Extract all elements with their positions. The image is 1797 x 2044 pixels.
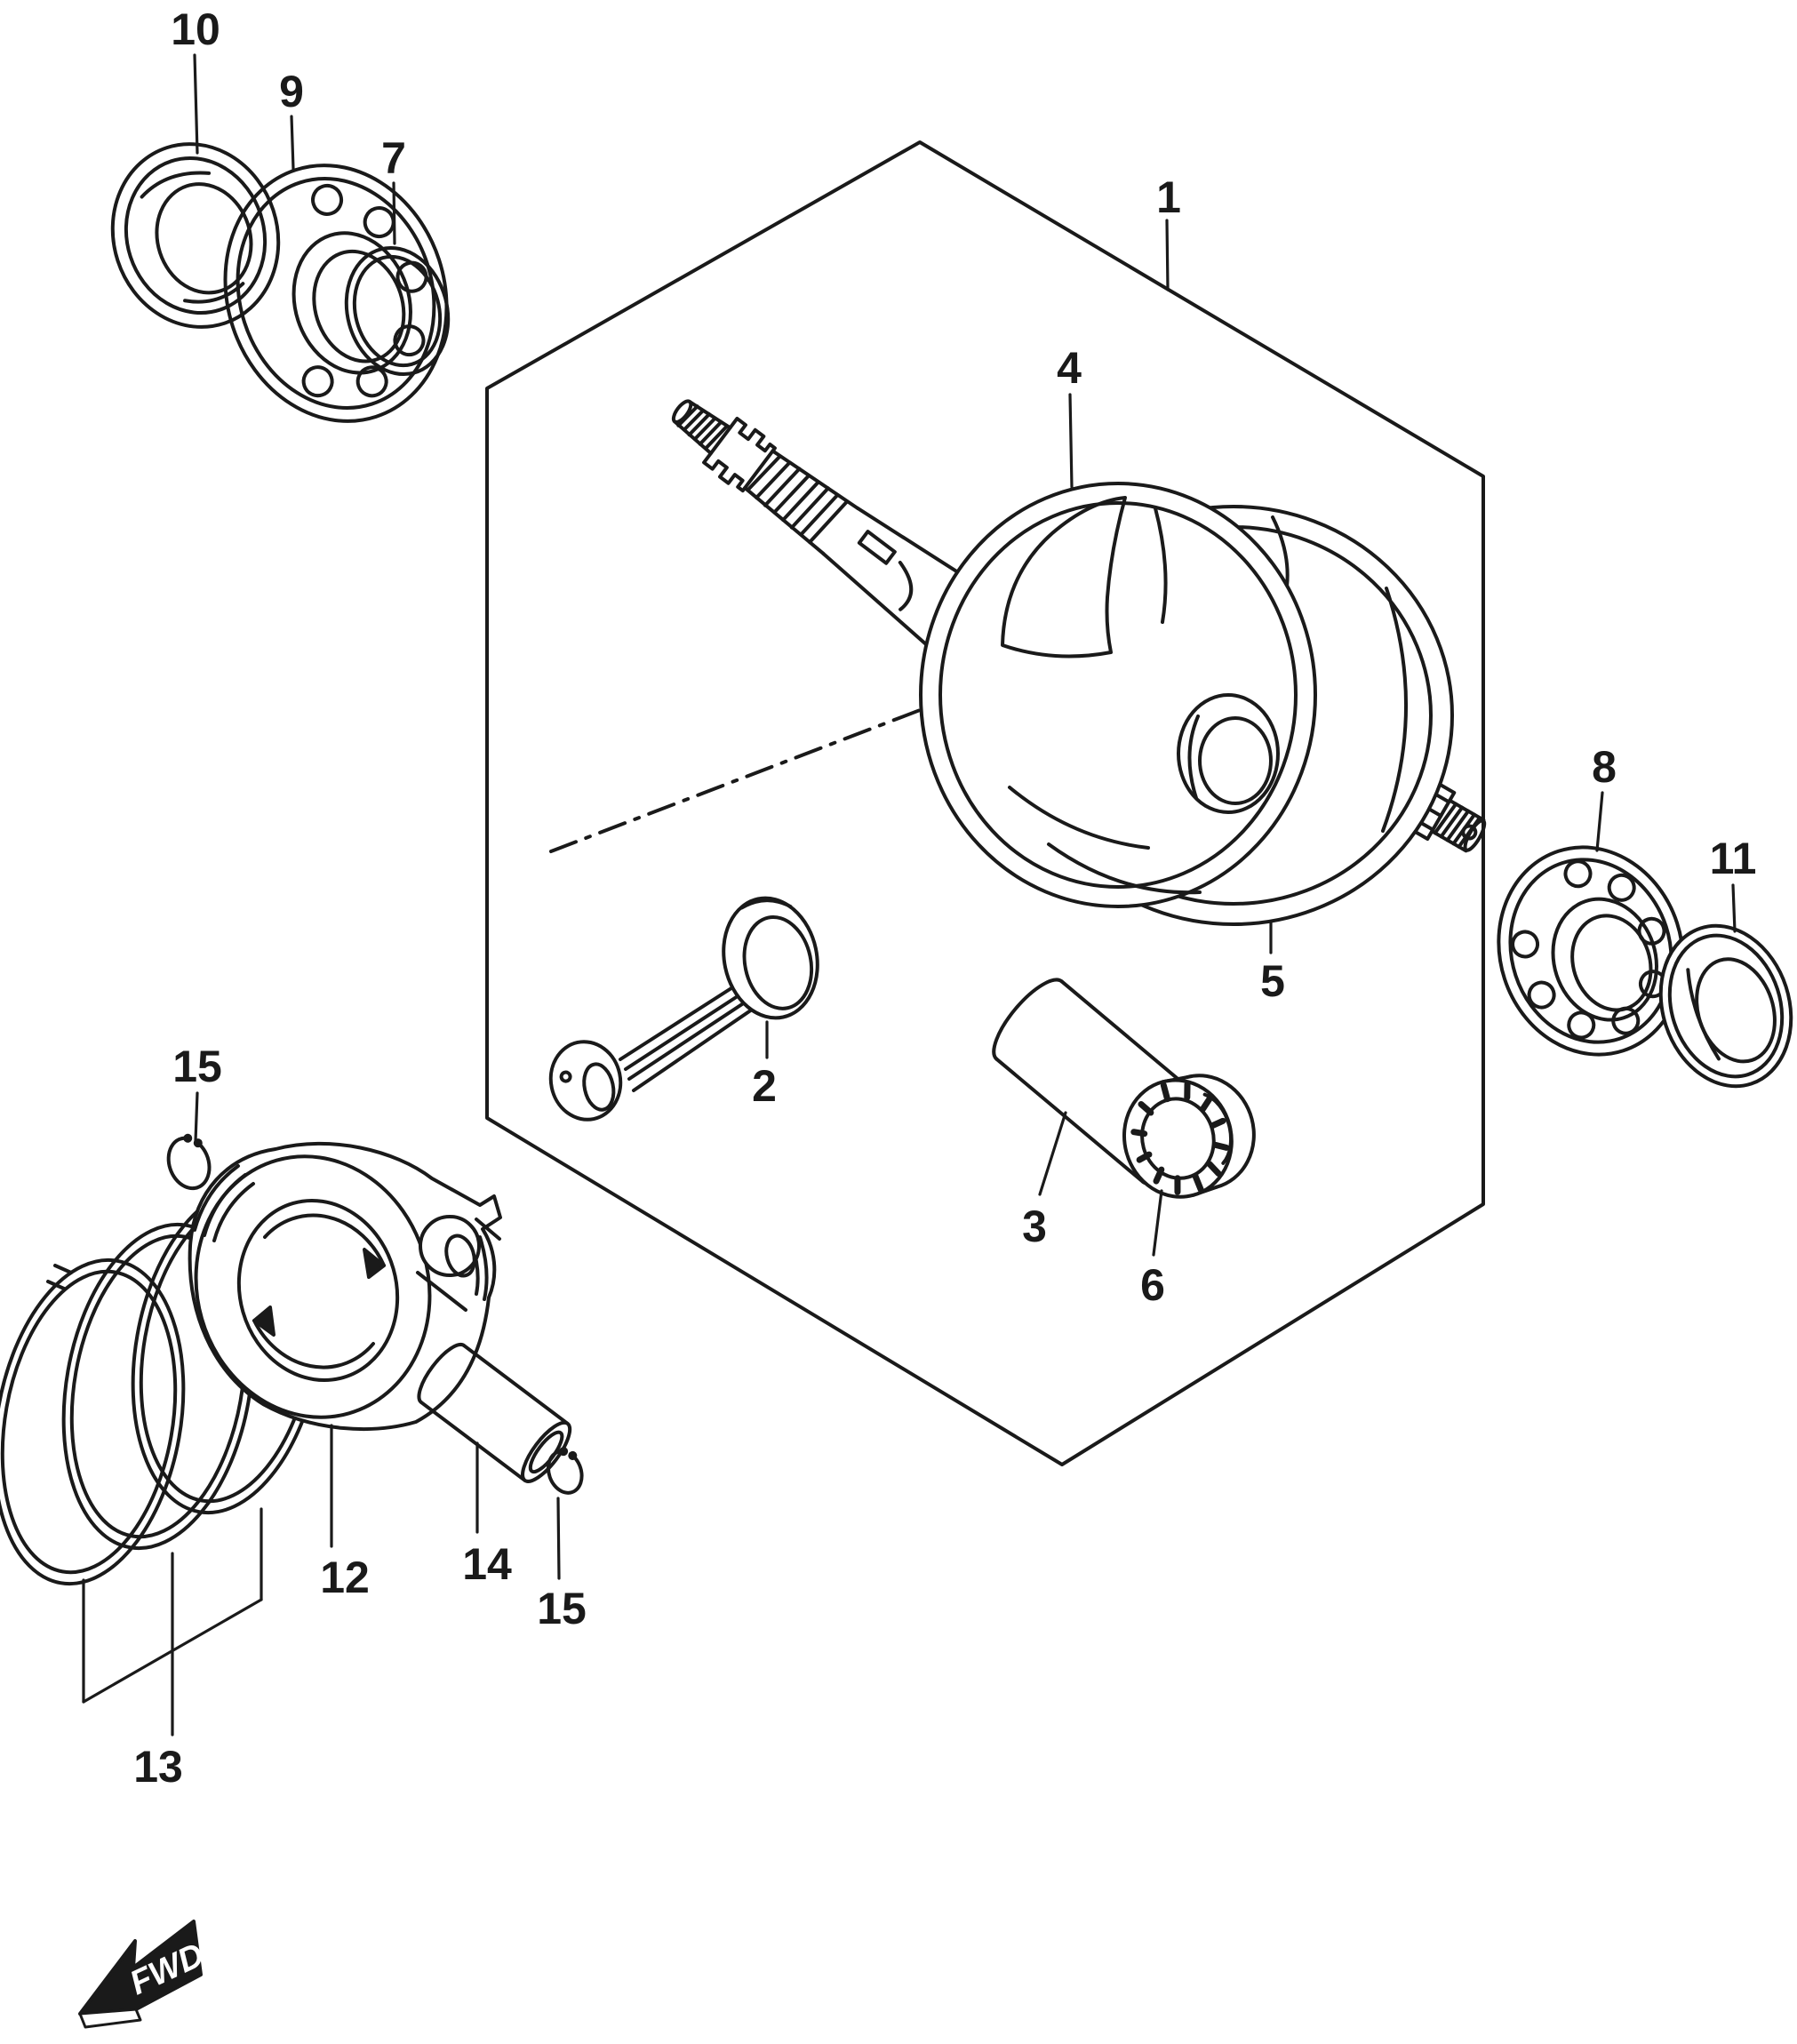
ball-bearing-right-icon: [1497, 845, 1685, 1057]
leader-1: [1165, 219, 1170, 291]
assembly-boundary-box: [485, 140, 1485, 1466]
rotation-arrow: [263, 1213, 386, 1267]
leader-3: [1038, 1111, 1067, 1196]
callout-8: 8: [1592, 742, 1617, 792]
ring-grooves: [193, 1164, 255, 1242]
crank-pin-bore: [1177, 693, 1280, 814]
callout-9: 9: [279, 67, 304, 116]
callout-3: 3: [1022, 1202, 1047, 1251]
callout-10: 10: [171, 4, 220, 54]
circlip-crank-icon: [344, 245, 451, 377]
leader-8: [1595, 791, 1604, 852]
oil-seal-right-icon: [1658, 923, 1793, 1089]
leader-lines: [82, 53, 1737, 1737]
callout-7: 7: [381, 133, 406, 183]
oil-seal-left-icon: [110, 142, 281, 329]
leader-13-bracket: [82, 1507, 263, 1737]
callout-5: 5: [1260, 956, 1285, 1006]
leader-10: [193, 53, 199, 155]
circlip-piston-left-icon: [166, 1133, 212, 1191]
crank-web-left: [919, 482, 1317, 908]
leader-9: [290, 115, 295, 171]
callout-2: 2: [752, 1061, 777, 1111]
piston-ring-1: [0, 1258, 186, 1586]
rod-small-end: [548, 1040, 623, 1122]
leader-15a: [194, 1091, 199, 1143]
connecting-rod: [548, 896, 819, 1122]
callout-15b: 15: [537, 1584, 587, 1633]
callout-4: 4: [1057, 343, 1082, 393]
needle-bearing-icon: [1122, 1074, 1256, 1199]
crankshaft-left-shaft: [671, 399, 986, 654]
callout-1: 1: [1156, 172, 1181, 222]
leader-7: [392, 181, 396, 245]
callout-13: 13: [133, 1742, 183, 1792]
leader-11: [1731, 883, 1737, 933]
callout-6: 6: [1140, 1260, 1165, 1310]
needle-slots: [1130, 1081, 1230, 1195]
fwd-arrow: FWD: [78, 1920, 210, 2029]
leader-15b: [556, 1497, 561, 1580]
callout-12: 12: [320, 1553, 370, 1602]
piston: [188, 1141, 502, 1431]
callout-14: 14: [462, 1539, 512, 1589]
diagram-root: 1 2 3 4 5 6 7 8 9 10 11 12 13 14 15 15 F…: [0, 4, 1793, 2029]
centerline: [549, 690, 970, 853]
circlip-piston-right-icon: [546, 1447, 584, 1495]
leader-4: [1068, 393, 1074, 489]
leader-6: [1152, 1189, 1163, 1257]
pin-boss: [419, 1215, 481, 1277]
wrist-pin-icon: [417, 1342, 572, 1483]
ring-gap-ends: [46, 1264, 73, 1290]
callout-labels: 1 2 3 4 5 6 7 8 9 10 11 12 13 14 15 15: [133, 4, 1756, 1792]
callout-11: 11: [1710, 834, 1757, 883]
callout-15a: 15: [172, 1042, 222, 1091]
rod-big-end: [722, 896, 819, 1020]
